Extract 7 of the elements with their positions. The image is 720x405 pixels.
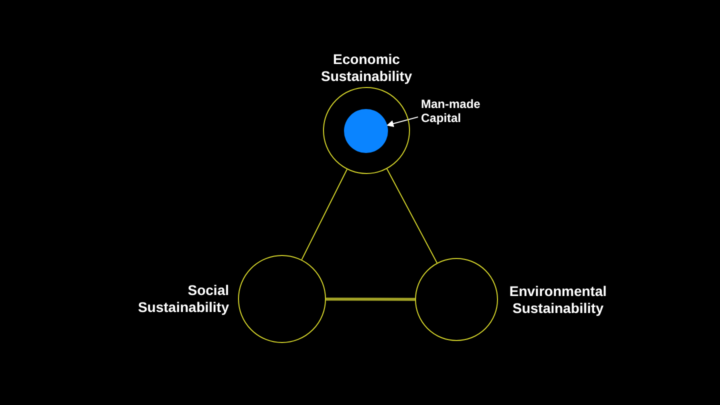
circle-label: Social Sustainability xyxy=(136,282,229,316)
callout-text: Man-made Capital xyxy=(421,97,491,125)
connector-line xyxy=(301,168,348,260)
connector-line xyxy=(386,168,438,264)
connector-line xyxy=(326,298,415,301)
circle-label: Economic Sustainability xyxy=(320,51,414,85)
circle-label: Environmental Sustainability xyxy=(508,282,608,316)
